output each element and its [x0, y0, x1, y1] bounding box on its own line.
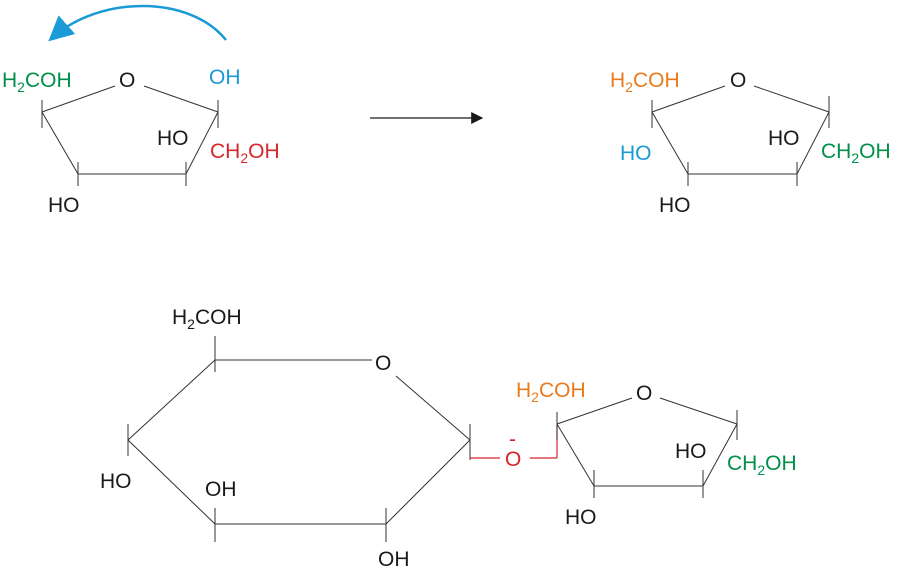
ring-bonds [556, 397, 738, 498]
ring-bonds [651, 85, 830, 186]
bridge-oxygen: O [505, 448, 521, 471]
h2coh-label: H2COH [172, 306, 242, 332]
ring-bonds [41, 85, 219, 186]
ring-oxygen: O [730, 69, 746, 92]
oh-bottom-label: OH [378, 548, 410, 570]
ho-bottom-label: HO [565, 506, 597, 529]
h2coh-label: H2COH [2, 69, 72, 95]
ring-bonds [127, 336, 471, 542]
ch2oh-label: CH2OH [727, 452, 797, 478]
top-right-furanose: O H2COH HO HO HO CH2OH [610, 69, 891, 217]
ho-c3-label: HO [675, 440, 707, 463]
anomeric-oh-label: OH [209, 66, 241, 89]
blue-curved-arrow [48, 4, 227, 42]
bridge-bar: - [509, 428, 516, 451]
ho-bottom-label: HO [659, 194, 691, 217]
h2coh-label: H2COH [610, 69, 680, 95]
glycosidic-link: O - [470, 425, 558, 471]
bottom-furanose: H2COH O HO CH2OH HO [516, 379, 797, 529]
ring-oxygen: O [119, 69, 135, 92]
h2coh-label: H2COH [516, 379, 586, 405]
ch2oh-label: CH2OH [821, 140, 891, 166]
ho-left-label: HO [620, 142, 652, 165]
bottom-pyranose: H2COH O HO OH OH [100, 306, 471, 570]
ho-c3-label: HO [768, 127, 800, 150]
oh-mid-label: OH [205, 478, 237, 501]
top-left-furanose: O H2COH OH CH2OH HO HO [2, 4, 280, 217]
ring-oxygen: O [636, 382, 652, 405]
ho-c4-label: HO [48, 194, 80, 217]
ch2oh-label: CH2OH [210, 140, 280, 166]
ho-c3-label: HO [157, 127, 189, 150]
ho-left-label: HO [100, 470, 132, 493]
ring-oxygen: O [375, 352, 391, 375]
